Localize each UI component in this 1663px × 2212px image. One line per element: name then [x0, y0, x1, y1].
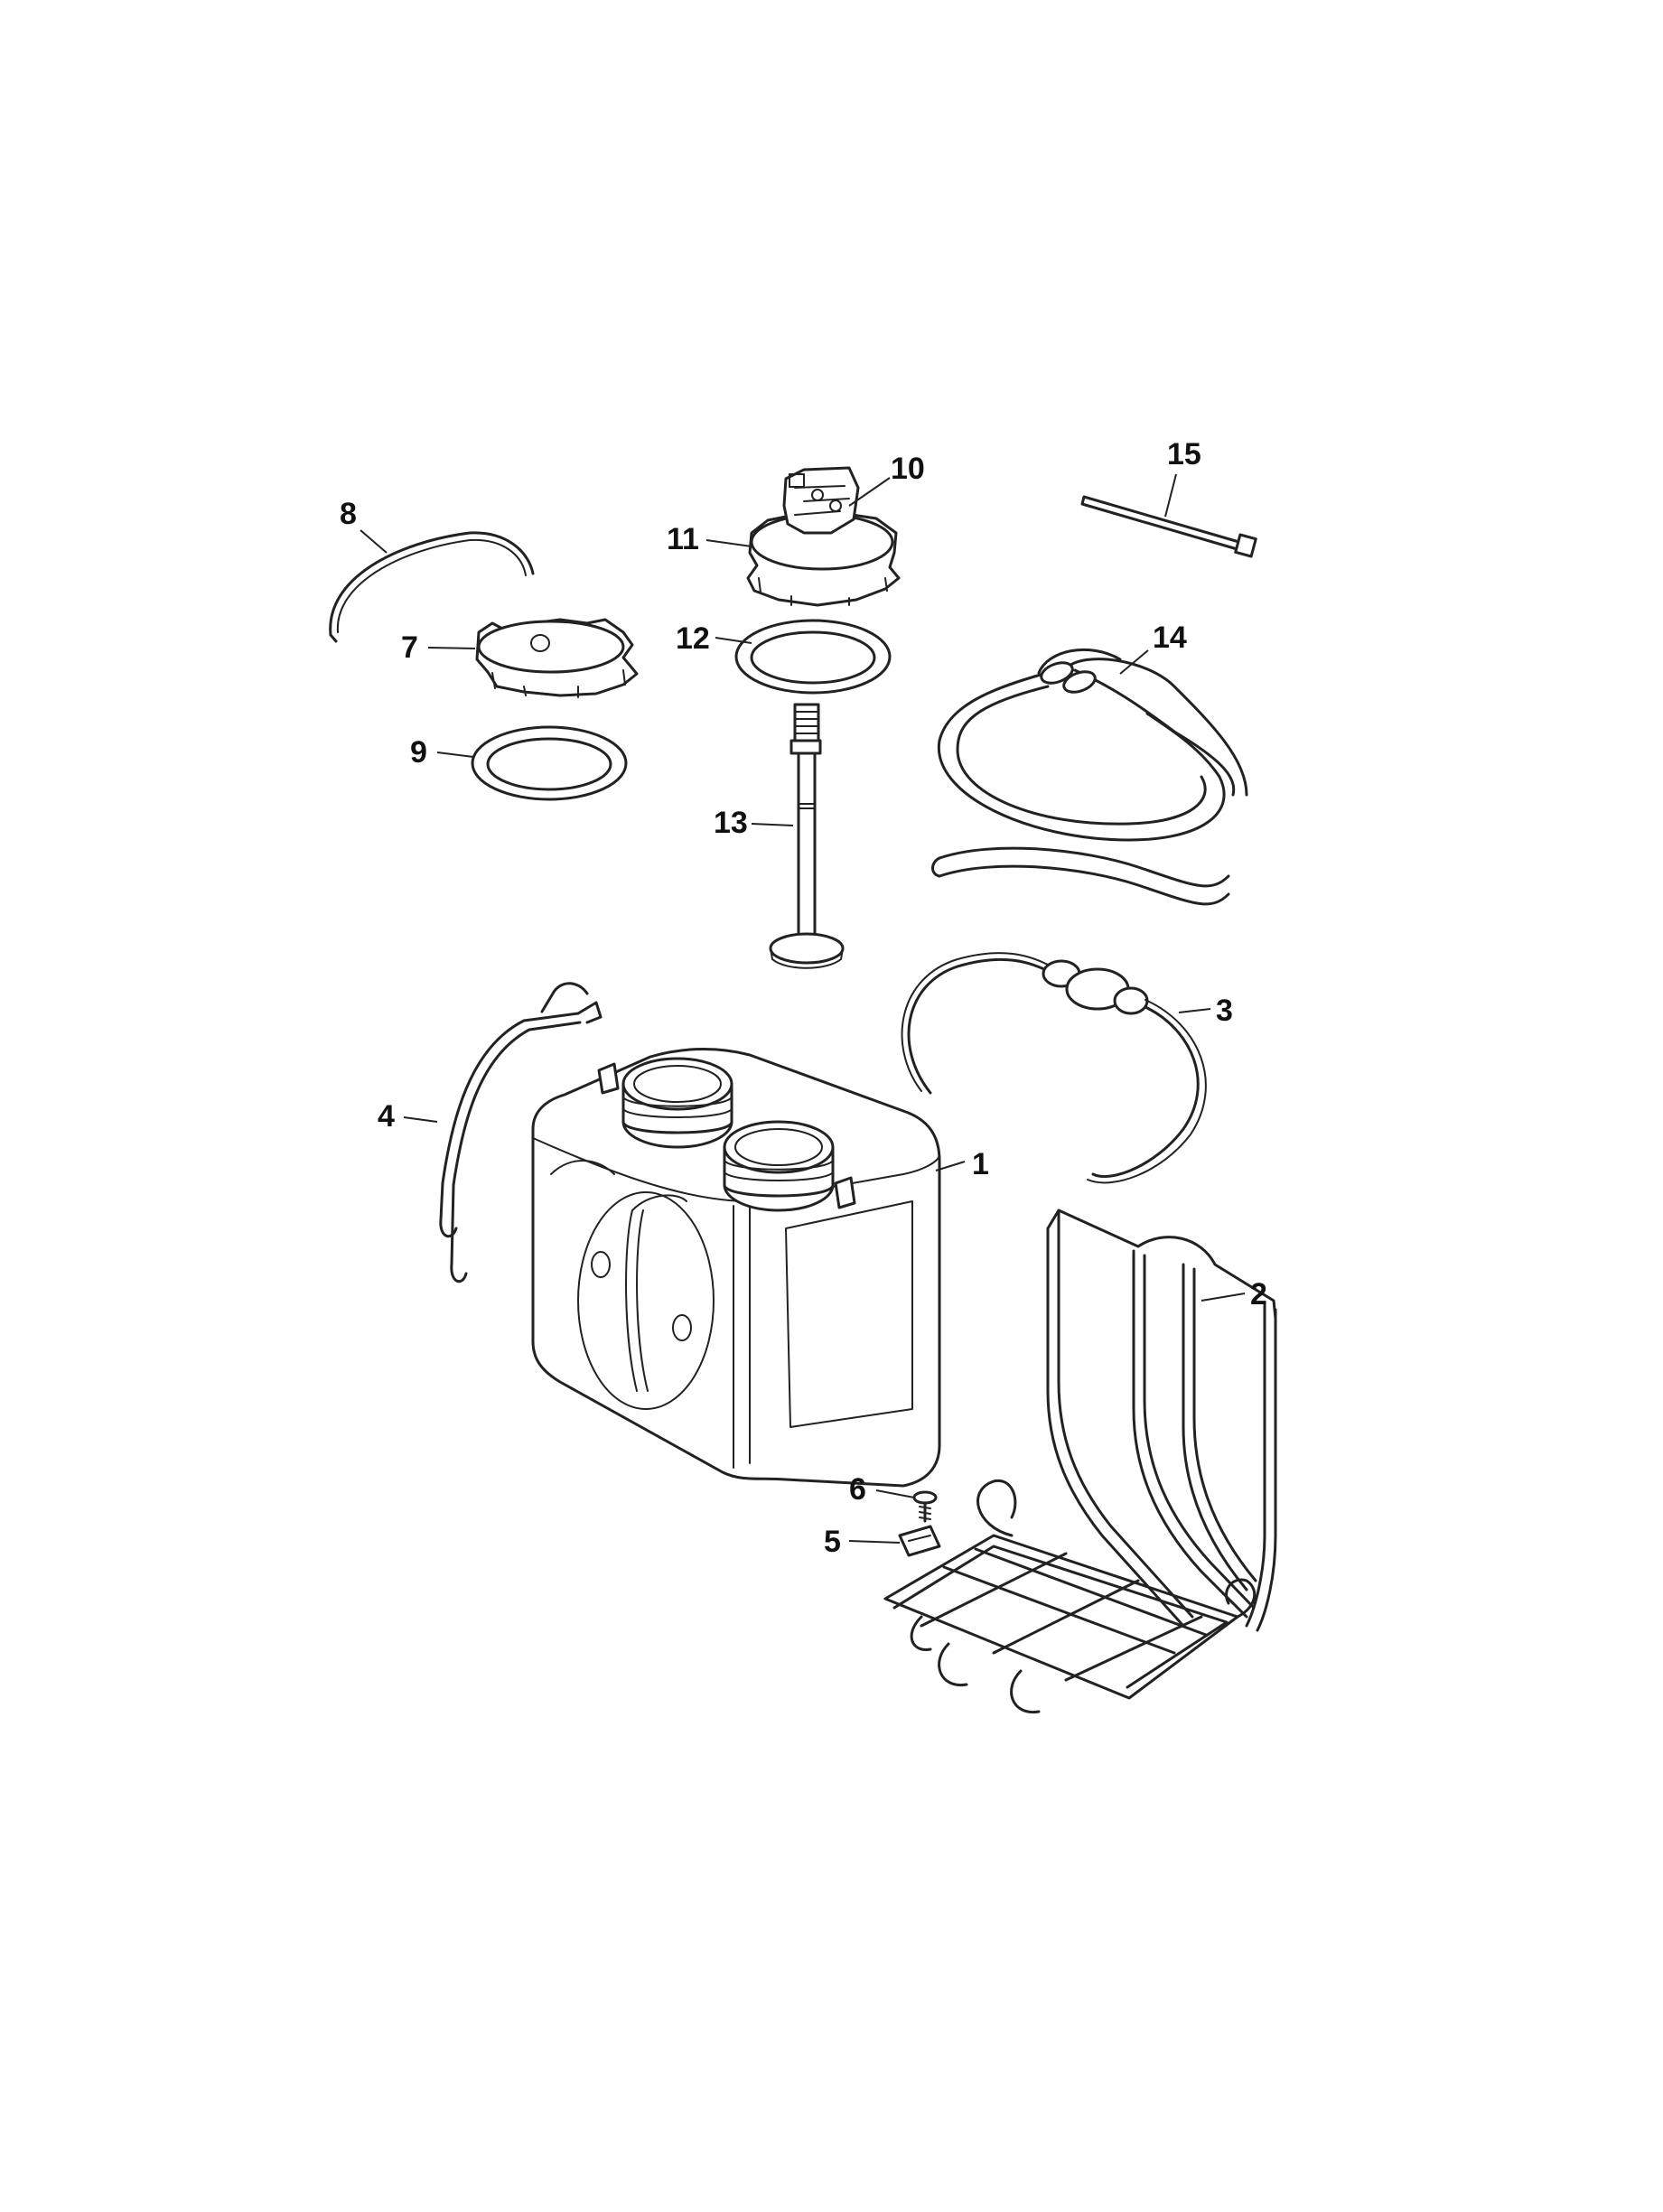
callout-14: 14	[1153, 621, 1187, 655]
callout-9: 9	[410, 735, 427, 770]
callout-8: 8	[340, 497, 357, 531]
part-4-hold-down-strap	[439, 982, 603, 1283]
callout-12: 12	[676, 621, 710, 656]
leader-lines	[360, 473, 1246, 1544]
part-3-primer-bulb-hose	[901, 952, 1207, 1184]
callout-7: 7	[401, 630, 418, 665]
part-2-tank-bracket	[883, 1209, 1277, 1713]
callout-15: 15	[1167, 437, 1201, 471]
callout-6: 6	[849, 1472, 866, 1507]
part-12-gasket	[734, 619, 892, 695]
callout-10: 10	[891, 452, 925, 486]
callout-1: 1	[972, 1147, 989, 1181]
part-14-fuel-hose	[931, 648, 1248, 906]
callout-5: 5	[824, 1525, 841, 1559]
part-6-screw	[912, 1490, 938, 1523]
part-7-filler-cap	[475, 618, 639, 698]
part-1-fuel-tank	[531, 1048, 941, 1488]
part-15-cable-tie	[1080, 495, 1257, 558]
callout-labels: 1 2 3 4 5 6 7 8 9 10 11 12 13 14 15	[340, 437, 1267, 1559]
part-11-pickup-cap	[746, 511, 901, 607]
callout-11: 11	[667, 522, 699, 556]
part-13-pickup-tube	[769, 703, 845, 969]
callout-2: 2	[1250, 1277, 1267, 1311]
callout-3: 3	[1216, 994, 1233, 1028]
part-9-gasket	[471, 725, 628, 801]
part-10-fuel-gauge	[782, 466, 860, 535]
callout-4: 4	[378, 1099, 395, 1134]
part-8-wire-strap	[329, 531, 535, 643]
part-5-clip	[898, 1525, 941, 1557]
callout-13: 13	[714, 806, 748, 840]
